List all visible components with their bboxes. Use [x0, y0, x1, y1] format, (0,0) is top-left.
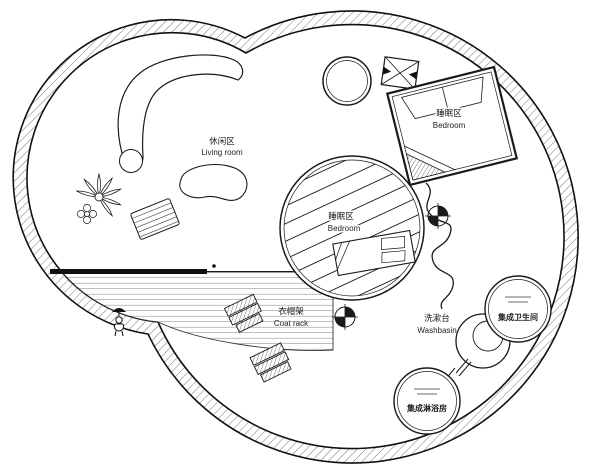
bed-upper	[385, 65, 519, 187]
bedroom-center-label-zh: 睡眠区	[328, 211, 354, 221]
survey-marker-upper	[424, 202, 452, 230]
round-table	[322, 56, 372, 106]
door-pivot-dot	[212, 264, 216, 268]
bedroom-center-label-en: Bedroom	[328, 224, 361, 233]
coat-rack-label-en: Coat rack	[274, 319, 309, 328]
bathroom-pod	[484, 275, 552, 343]
coat-rack-label-zh: 衣帽架	[278, 306, 304, 316]
bedroom-upper-label-zh: 睡眠区	[436, 108, 462, 118]
survey-marker-lower	[331, 303, 359, 331]
coat-rack-bench-lower	[249, 342, 292, 383]
bathroom-pod-label: 集成卫生间	[497, 312, 538, 322]
shower-pod-label: 集成淋浴房	[406, 403, 447, 413]
coat-rack-bench-upper	[223, 293, 264, 333]
living-room-label-zh: 休闲区	[209, 136, 235, 146]
partition-squiggle	[425, 182, 454, 310]
coffee-table	[179, 164, 248, 201]
bedroom-upper-label-en: Bedroom	[433, 121, 466, 130]
side-table	[119, 149, 143, 173]
floor-mat	[130, 198, 180, 240]
interior-wall	[50, 269, 207, 274]
deck-area	[61, 271, 334, 351]
washbasin-label-zh: 洗漱台	[424, 313, 450, 323]
shower-pod	[393, 367, 461, 435]
curved-sofa	[117, 54, 244, 170]
plant-icon	[75, 172, 122, 224]
bed-center	[332, 229, 416, 277]
center-round-room	[279, 155, 425, 301]
folding-stool	[380, 56, 420, 90]
living-room-label-en: Living room	[201, 148, 243, 157]
person-figure	[112, 308, 126, 337]
washbasin-label-en: Washbasin	[417, 326, 456, 335]
living-room-group	[75, 54, 248, 240]
